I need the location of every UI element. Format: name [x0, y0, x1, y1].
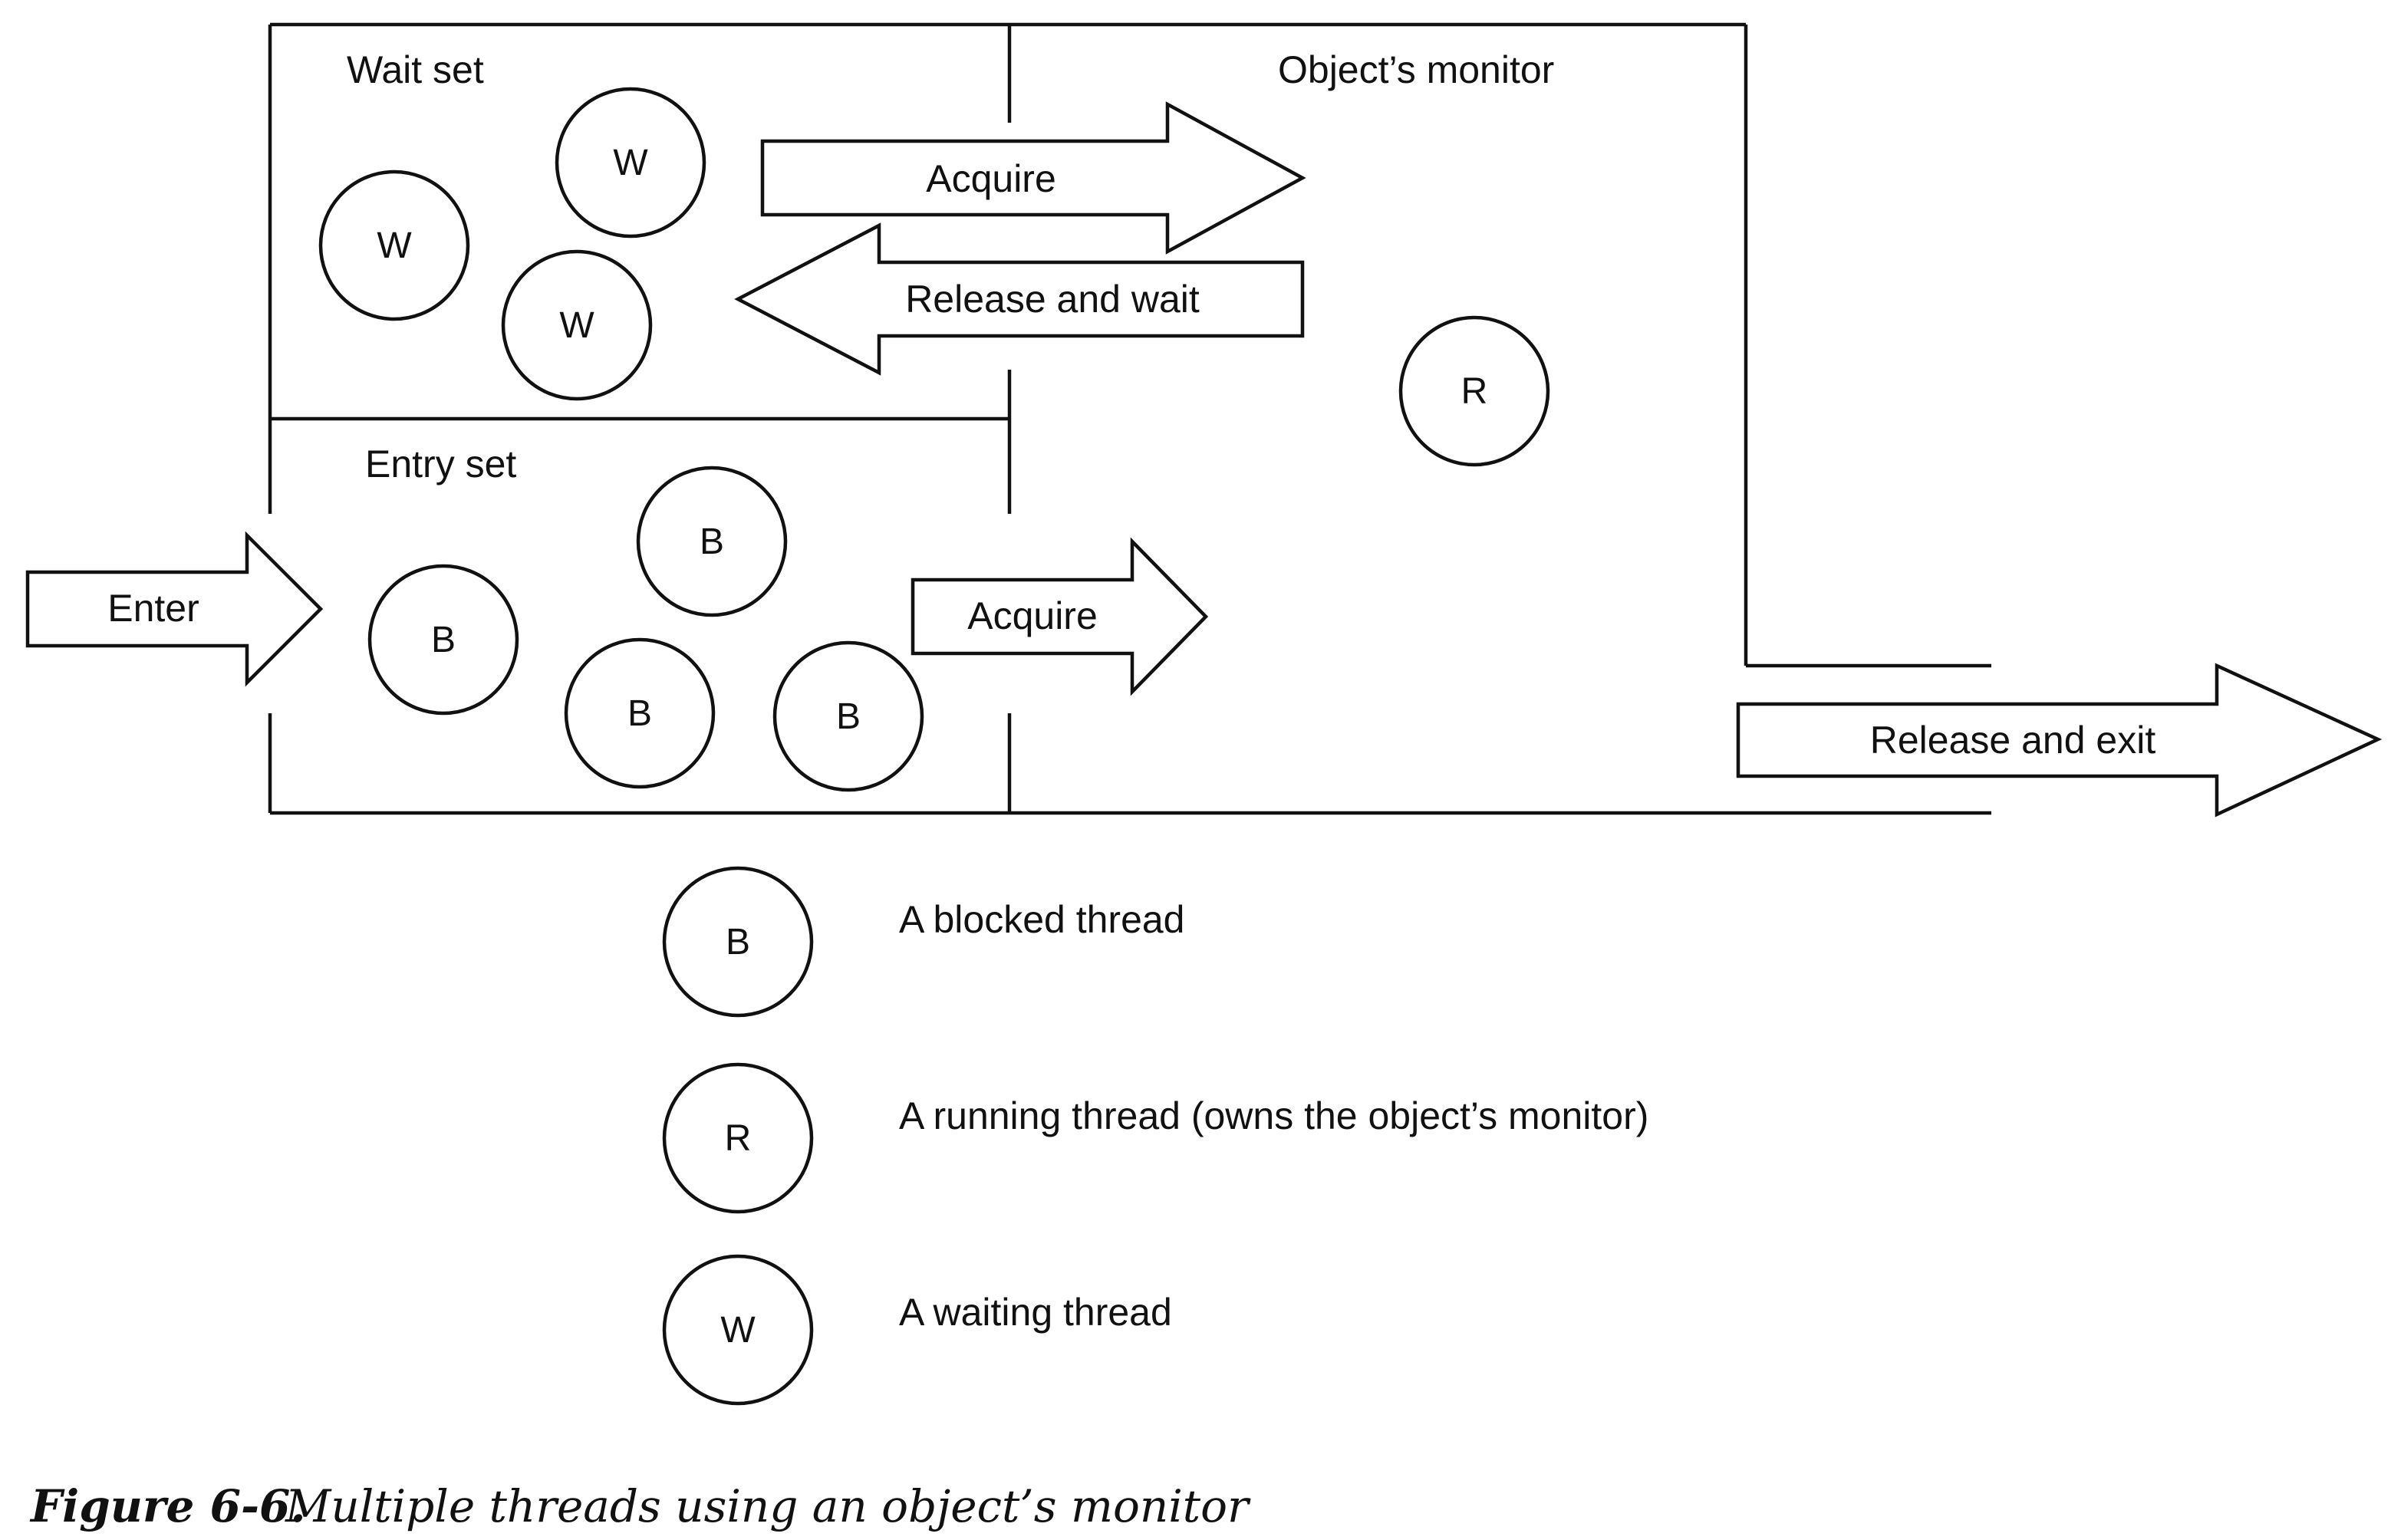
legend-text: A blocked thread: [899, 898, 1185, 941]
legend-symbol: R: [725, 1118, 752, 1159]
legend-text: A waiting thread: [899, 1291, 1172, 1334]
monitor-label: Object’s monitor: [1278, 48, 1554, 91]
blocked-thread: B: [367, 564, 519, 716]
waiting-thread: W: [318, 169, 470, 321]
release-and-wait-arrow: Release and wait: [734, 222, 1305, 376]
svg-text:B: B: [627, 693, 652, 734]
blocked-thread: B: [636, 466, 788, 617]
legend-item-blocked: B A blocked thread: [662, 866, 1185, 1018]
svg-text:W: W: [377, 225, 412, 266]
svg-text:B: B: [431, 620, 456, 660]
figure-caption-text: Multiple threads using an object’s monit…: [285, 1480, 1251, 1532]
acquire-from-wait-arrow: Acquire: [760, 101, 1306, 255]
svg-text:R: R: [1461, 371, 1488, 412]
svg-text:B: B: [700, 522, 724, 562]
waiting-thread: W: [555, 87, 706, 239]
region-borders: [268, 22, 1991, 815]
legend-item-waiting: W A waiting thread: [662, 1254, 1172, 1406]
acquire-from-entry-arrow: Acquire: [911, 537, 1209, 696]
enter-label: Enter: [107, 587, 199, 630]
wait-set-label: Wait set: [347, 48, 484, 91]
legend-text: A running thread (owns the object’s moni…: [899, 1094, 1648, 1137]
entry-set-label: Entry set: [365, 443, 516, 485]
legend-symbol: W: [720, 1310, 756, 1351]
blocked-thread: B: [772, 640, 924, 792]
legend-symbol: B: [726, 922, 750, 962]
running-thread: R: [1398, 315, 1550, 467]
acquire-from-wait-label: Acquire: [926, 157, 1056, 200]
figure-caption: Figure 6-6. Multiple threads using an ob…: [29, 1480, 1251, 1532]
waiting-thread: W: [501, 249, 653, 401]
enter-arrow: Enter: [25, 531, 324, 687]
legend: B A blocked thread R A running thread (o…: [662, 866, 1648, 1406]
legend-item-running: R A running thread (owns the object’s mo…: [662, 1062, 1648, 1214]
svg-text:B: B: [836, 696, 861, 737]
figure-number: Figure 6-6.: [29, 1480, 306, 1532]
svg-text:W: W: [613, 143, 648, 183]
release-and-exit-arrow: Release and exit: [1736, 663, 2383, 818]
release-and-exit-label: Release and exit: [1870, 719, 2156, 762]
acquire-from-entry-label: Acquire: [967, 594, 1098, 637]
svg-text:W: W: [559, 305, 594, 346]
release-and-wait-label: Release and wait: [905, 278, 1200, 321]
blocked-thread: B: [564, 637, 716, 789]
